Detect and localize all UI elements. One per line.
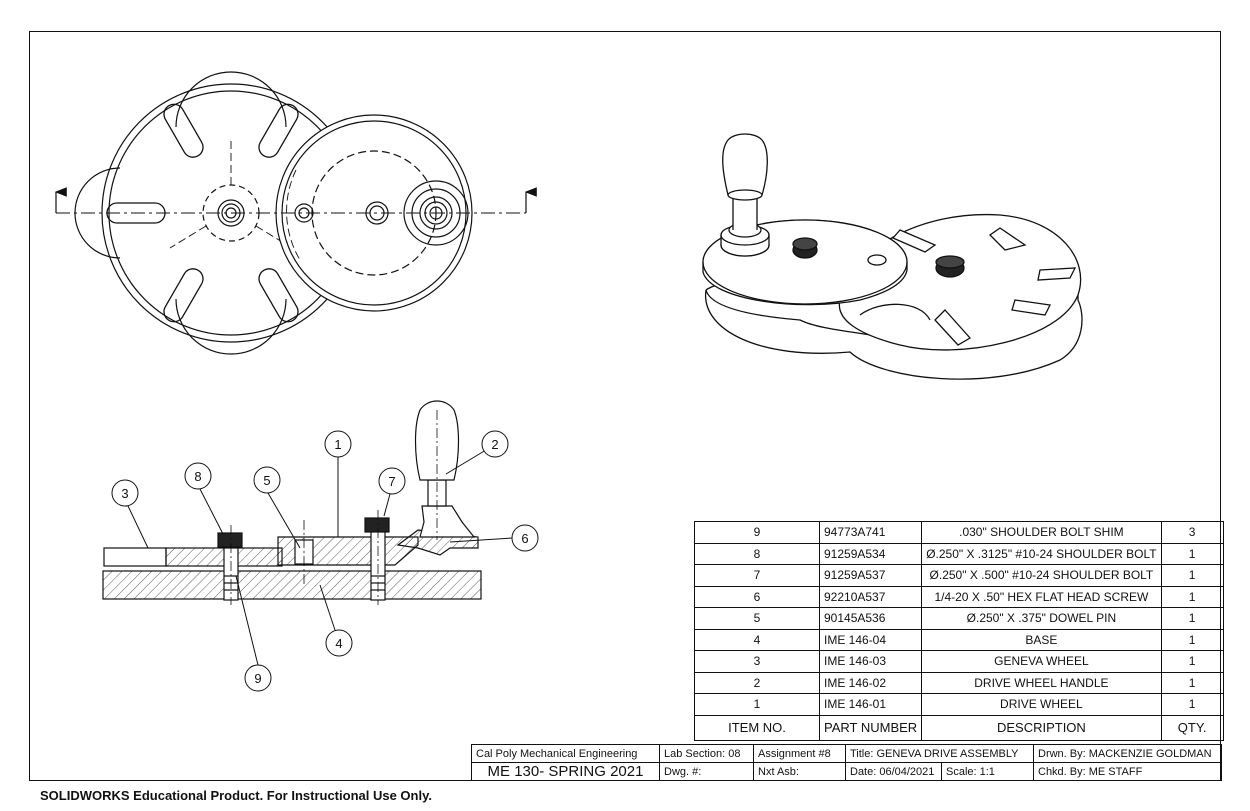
bom-header-part: PART NUMBER xyxy=(818,714,923,741)
bom-item-number: 1 xyxy=(694,693,820,716)
section-view xyxy=(102,400,482,605)
dwg-number: Dwg. #: xyxy=(659,762,754,781)
bom-part-number: 92210A537 xyxy=(818,585,923,608)
bom-item-number: 6 xyxy=(694,585,820,608)
school-name: Cal Poly Mechanical Engineering xyxy=(471,744,660,763)
bom-quantity: 1 xyxy=(1160,671,1224,694)
svg-text:1: 1 xyxy=(334,437,341,452)
bom-header-qty: QTY. xyxy=(1160,714,1224,741)
isometric-view xyxy=(702,133,1083,380)
svg-text:7: 7 xyxy=(388,474,395,489)
balloon-5: 5 xyxy=(253,466,281,494)
bom-description: .030" SHOULDER BOLT SHIM xyxy=(921,521,1162,544)
bom-item-number: 9 xyxy=(694,521,820,544)
svg-text:2: 2 xyxy=(491,437,498,452)
bom-description: DRIVE WHEEL HANDLE xyxy=(921,671,1162,694)
bom-quantity: 1 xyxy=(1160,650,1224,673)
balloons: 1 2 3 4 5 6 7 8 9 xyxy=(111,430,539,692)
svg-text:3: 3 xyxy=(121,486,128,501)
bom-item-number: 2 xyxy=(694,671,820,694)
next-assembly: Nxt Asb: xyxy=(753,762,846,781)
svg-text:4: 4 xyxy=(335,636,342,651)
lab-section: Lab Section: 08 xyxy=(659,744,754,763)
bom-item-number: 3 xyxy=(694,650,820,673)
drawing-border xyxy=(29,31,1221,781)
scale: Scale: 1:1 xyxy=(941,762,1034,781)
course: ME 130- SPRING 2021 xyxy=(471,762,660,781)
drawing-title: Title: GENEVA DRIVE ASSEMBLY xyxy=(845,744,1034,763)
bom-header: ITEM NO. PART NUMBER DESCRIPTION QTY. xyxy=(694,714,1224,741)
assignment: Assignment #8 xyxy=(753,744,846,763)
bom-part-number: 90145A536 xyxy=(818,607,923,630)
top-view xyxy=(54,71,537,355)
svg-text:6: 6 xyxy=(521,531,528,546)
section-base xyxy=(102,570,482,600)
balloon-6: 6 xyxy=(511,524,539,552)
balloon-3: 3 xyxy=(111,479,139,507)
balloon-4: 4 xyxy=(325,629,353,657)
bom-quantity: 1 xyxy=(1160,564,1224,587)
drawn-by: Drwn. By: MACKENZIE GOLDMAN xyxy=(1033,744,1222,763)
bom-part-number: IME 146-01 xyxy=(818,693,923,716)
bom-description: Ø.250" X .3125" #10-24 SHOULDER BOLT xyxy=(921,542,1162,565)
bom-item-number: 8 xyxy=(694,542,820,565)
bom-part-number: 94773A741 xyxy=(818,521,923,544)
iso-base xyxy=(705,289,1083,380)
balloon-7: 7 xyxy=(378,467,406,495)
bom-part-number: IME 146-02 xyxy=(818,671,923,694)
balloon-9: 9 xyxy=(244,664,272,692)
bom-description: DRIVE WHEEL xyxy=(921,693,1162,716)
date: Date: 06/04/2021 xyxy=(845,762,942,781)
bom-quantity: 3 xyxy=(1160,521,1224,544)
bom-item-number: 7 xyxy=(694,564,820,587)
title-block: Cal Poly Mechanical Engineering Lab Sect… xyxy=(471,744,1222,781)
solidworks-notice: SOLIDWORKS Educational Product. For Inst… xyxy=(40,788,432,803)
bom-part-number: IME 146-04 xyxy=(818,628,923,651)
bom-description: BASE xyxy=(921,628,1162,651)
bom-header-desc: DESCRIPTION xyxy=(921,714,1162,741)
bom-quantity: 1 xyxy=(1160,607,1224,630)
bom-description: 1/4-20 X .50" HEX FLAT HEAD SCREW xyxy=(921,585,1162,608)
bom-quantity: 1 xyxy=(1160,542,1224,565)
bom-part-number: IME 146-03 xyxy=(818,650,923,673)
section-line xyxy=(54,187,537,214)
iso-handle xyxy=(720,133,770,257)
bom-description: Ø.250" X .500" #10-24 SHOULDER BOLT xyxy=(921,564,1162,587)
bom-quantity: 1 xyxy=(1160,693,1224,716)
bom-part-number: 91259A537 xyxy=(818,564,923,587)
balloon-leaders xyxy=(127,449,513,666)
checked-by: Chkd. By: ME STAFF xyxy=(1033,762,1222,781)
bom-description: GENEVA WHEEL xyxy=(921,650,1162,673)
bom-header-item: ITEM NO. xyxy=(694,714,820,741)
svg-text:8: 8 xyxy=(194,469,201,484)
bom-quantity: 1 xyxy=(1160,585,1224,608)
bom-item-number: 4 xyxy=(694,628,820,651)
bom-item-number: 5 xyxy=(694,607,820,630)
balloon-8: 8 xyxy=(184,462,212,490)
balloon-2: 2 xyxy=(481,430,509,458)
bom-quantity: 1 xyxy=(1160,628,1224,651)
svg-text:5: 5 xyxy=(263,473,270,488)
bom-description: Ø.250" X .375" DOWEL PIN xyxy=(921,607,1162,630)
svg-text:9: 9 xyxy=(254,671,261,686)
bom-part-number: 91259A534 xyxy=(818,542,923,565)
balloon-1: 1 xyxy=(324,430,352,458)
